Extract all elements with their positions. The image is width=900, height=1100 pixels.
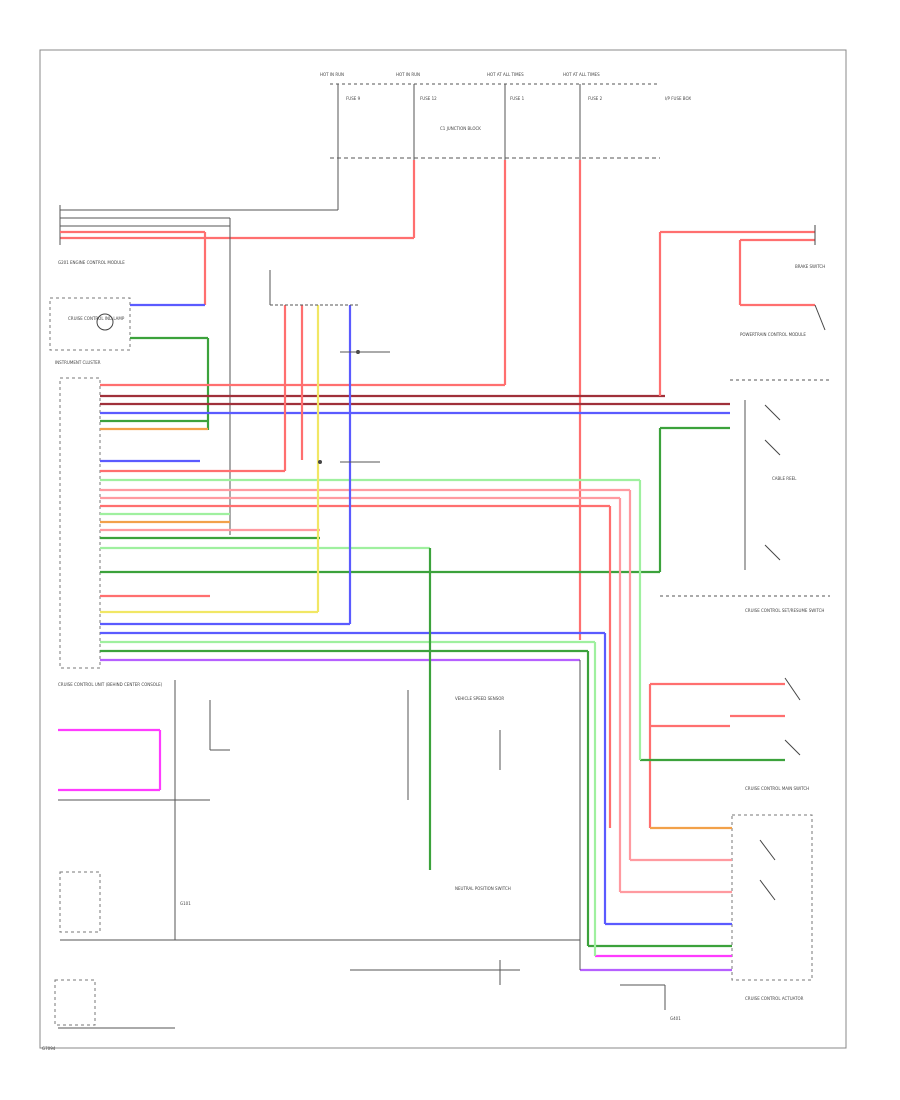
- bottom-grounds: G401: [350, 960, 681, 1021]
- ground-label: G101: [180, 901, 191, 906]
- fuse-1: FUSE 9: [346, 96, 361, 101]
- ecm-label: CRUISE CONTROL UNIT (BEHIND CENTER CONSO…: [58, 682, 163, 687]
- fuse-label-2: HOT IN RUN: [396, 72, 420, 77]
- cruise-actuator: CRUISE CONTROL ACTUATOR: [580, 490, 813, 1001]
- steering-switch-label: CRUISE CONTROL SET/RESUME SWITCH: [745, 608, 824, 613]
- cruise-control-unit: CRUISE CONTROL UNIT (BEHIND CENTER CONSO…: [58, 377, 163, 687]
- fuse-label-3: HOT AT ALL TIMES: [487, 72, 524, 77]
- pcm-label: POWERTRAIN CONTROL MODULE: [740, 332, 806, 337]
- panel-label: I/P FUSE BOX: [665, 96, 691, 101]
- fuse-label-4: HOT AT ALL TIMES: [563, 72, 600, 77]
- bottom-left-components: G101: [54, 700, 230, 1029]
- fuse-4: FUSE 2: [588, 96, 603, 101]
- vss-label: VEHICLE SPEED SENSOR: [455, 696, 504, 701]
- fuse-label-1: HOT IN RUN: [320, 72, 344, 77]
- main-switch: CRUISE CONTROL MAIN SWITCH: [638, 480, 809, 828]
- ground-right-label: G401: [670, 1016, 681, 1021]
- steering-switch: CABLE REEL CRUISE CONTROL SET/RESUME SWI…: [658, 400, 830, 613]
- junction-label: C1 JUNCTION BLOCK: [440, 126, 481, 131]
- brake-label: BRAKE SWITCH: [795, 264, 825, 269]
- cruise-lamp: INSTRUMENT CLUSTER CRUISE CONTROL IND LA…: [49, 297, 210, 430]
- ecm-wires: [100, 305, 730, 662]
- left-connector-label: G201 ENGINE CONTROL MODULE: [58, 260, 125, 265]
- left-connector: G201 ENGINE CONTROL MODULE: [58, 205, 231, 535]
- diagram-frame: [39, 49, 847, 1049]
- cluster-label: INSTRUMENT CLUSTER: [55, 360, 101, 365]
- actuator-label: CRUISE CONTROL ACTUATOR: [745, 996, 804, 1001]
- footer-code: G7094: [42, 1046, 56, 1051]
- vss: VEHICLE SPEED SENSOR NEUTRAL POSITION SW…: [407, 548, 511, 891]
- neutral-label: NEUTRAL POSITION SWITCH: [455, 886, 511, 891]
- brake-switch: BRAKE SWITCH POWERTRAIN CONTROL MODULE: [658, 225, 830, 396]
- fuse-3: FUSE 1: [510, 96, 525, 101]
- main-switch-label: CRUISE CONTROL MAIN SWITCH: [745, 786, 809, 791]
- fuse-2: FUSE 12: [420, 96, 437, 101]
- center-junctions: [269, 270, 390, 624]
- clock-spring-label: CABLE REEL: [772, 476, 797, 481]
- cruise-lamp-label: CRUISE CONTROL IND LAMP: [68, 316, 125, 321]
- fuse-block: HOT IN RUN HOT IN RUN HOT AT ALL TIMES H…: [320, 72, 691, 160]
